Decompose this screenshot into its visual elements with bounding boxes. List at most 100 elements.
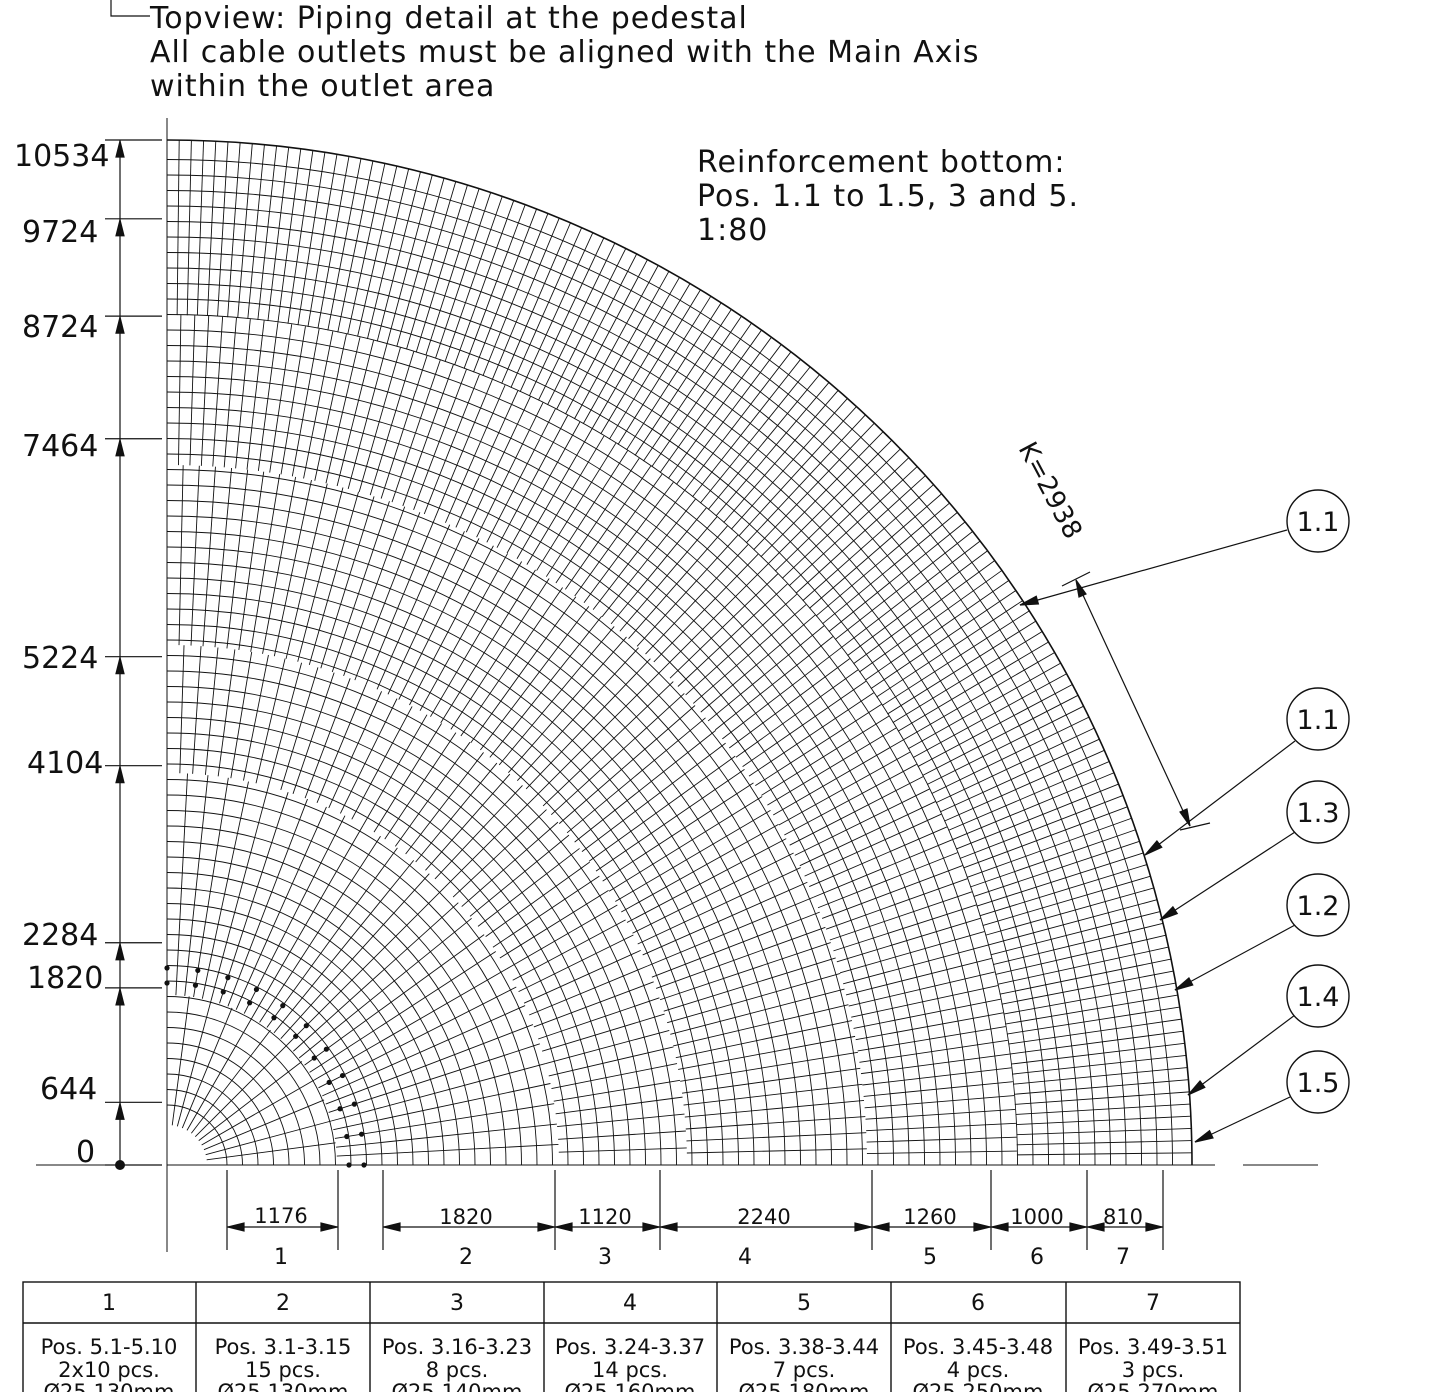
radial-bar <box>730 398 848 530</box>
radial-bar <box>558 1130 686 1140</box>
table-cell: Ø25 250mm <box>913 1380 1044 1392</box>
radial-bar <box>990 911 1161 956</box>
radial-bar <box>767 439 893 565</box>
radial-bar <box>337 160 374 333</box>
radial-bar <box>452 809 547 898</box>
radial-bar <box>193 777 229 998</box>
radial-bar <box>277 148 302 323</box>
radial-bar <box>673 1004 849 1047</box>
callout-1-2: 1.2 <box>1286 873 1350 937</box>
radial-bar <box>308 491 359 665</box>
radial-bar <box>1008 1018 1182 1045</box>
radial-bar <box>257 322 279 472</box>
radial-bar <box>1016 1140 1192 1146</box>
radial-bar <box>912 673 1067 759</box>
radial-bar <box>292 672 335 794</box>
radial-bar <box>206 1142 336 1161</box>
radial-bar <box>287 150 314 324</box>
radial-bar <box>298 917 472 1059</box>
radial-bar <box>748 692 874 777</box>
radial-bar <box>357 165 398 337</box>
radial-bar <box>194 1044 288 1138</box>
radial-bar <box>280 873 430 1039</box>
radial-bar <box>634 309 732 456</box>
cable-outlet-dot <box>225 975 231 981</box>
table-cell: 2x10 pcs. <box>58 1358 160 1382</box>
radial-bar <box>722 647 842 740</box>
dim-x-1120: 1120 <box>578 1205 631 1229</box>
table-cell: Pos. 3.49-3.51 <box>1078 1335 1228 1359</box>
radial-bar <box>480 606 590 751</box>
radial-bar <box>1001 970 1174 1005</box>
radial-bar <box>325 1024 534 1105</box>
radial-bar <box>851 985 998 1018</box>
dim-arrow <box>1187 1080 1206 1096</box>
radial-bar <box>336 1123 557 1148</box>
radial-bar <box>753 422 875 551</box>
dim-arrow <box>1144 839 1163 856</box>
radial-bar <box>455 390 519 528</box>
radial-bar <box>659 329 762 473</box>
radial-bar <box>992 922 1164 966</box>
radial-bar <box>615 809 771 902</box>
radial-bar <box>715 636 834 731</box>
zone-1: 1 <box>274 1245 288 1270</box>
radial-bar <box>501 222 571 384</box>
radial-bar <box>667 973 841 1024</box>
radial-bar <box>303 331 334 479</box>
table-header-7: 7 <box>1146 1291 1160 1316</box>
radial-bar <box>425 188 480 356</box>
callout-leader <box>1174 924 1296 991</box>
radial-bar <box>223 317 237 468</box>
radial-bar <box>804 813 942 877</box>
radial-bar <box>196 140 205 316</box>
title-line-2: All cable outlets must be aligned with t… <box>150 35 980 70</box>
radial-bar <box>293 902 459 1052</box>
dim-y-4104: 4104 <box>27 746 103 781</box>
origin-dot <box>115 1160 125 1170</box>
title-leader <box>110 0 150 17</box>
dim-arrow <box>115 1103 125 1120</box>
radial-bar <box>863 1081 1013 1097</box>
radial-bar <box>362 714 428 826</box>
callout-leader <box>1187 1014 1296 1096</box>
radial-bar <box>926 705 1084 785</box>
callout-1-3: 1.3 <box>1286 780 1350 844</box>
table-header-1: 1 <box>102 1291 116 1316</box>
radial-bar <box>557 1113 685 1128</box>
radial-bar <box>677 583 788 687</box>
radial-bar <box>865 1108 1016 1120</box>
radial-bar <box>262 476 297 654</box>
radial-bar <box>558 705 696 824</box>
radial-bar <box>537 242 616 401</box>
radial-bar <box>866 1136 1017 1143</box>
radial-bar <box>979 864 1148 917</box>
radial-bar <box>685 593 798 696</box>
radial-bar <box>853 560 996 665</box>
radial-bar <box>506 904 618 970</box>
radial-bar <box>402 364 454 507</box>
radial-bar <box>847 550 988 656</box>
radial-bar <box>595 769 745 872</box>
radial-bar <box>610 507 707 625</box>
radial-bar <box>728 658 850 749</box>
cable-outlet-dot <box>339 1072 346 1079</box>
radial-bar <box>409 545 494 706</box>
dim-y-10534: 10534 <box>14 139 109 174</box>
radial-bar <box>201 1079 315 1146</box>
radial-bar <box>334 1103 555 1139</box>
radial-bar <box>485 861 590 938</box>
radial-bar <box>829 891 973 941</box>
radial-bar <box>825 878 968 930</box>
radial-bar <box>995 934 1167 975</box>
radial-bar <box>566 717 706 834</box>
radial-reinforcement-grid <box>164 139 1193 1168</box>
radial-bar <box>365 518 436 685</box>
note-line-2: Pos. 1.1 to 1.5, 3 and 5. <box>697 179 1079 214</box>
radial-bar <box>534 669 663 798</box>
zone-7: 7 <box>1116 1245 1130 1270</box>
radial-bar <box>376 171 421 342</box>
note-line-1: Reinforcement bottom: <box>697 145 1065 180</box>
radial-bar <box>469 834 570 917</box>
table-cell: 14 pcs. <box>592 1358 668 1382</box>
